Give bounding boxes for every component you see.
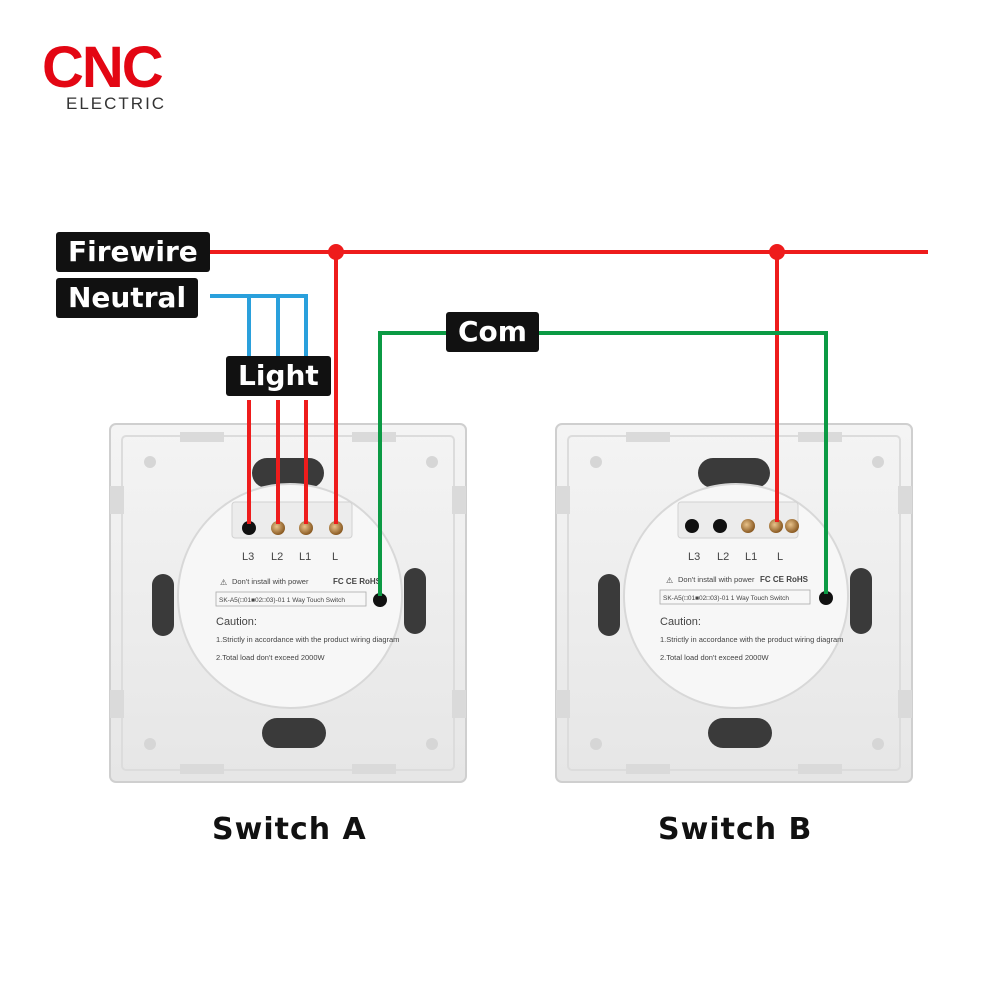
- switch-a-terminals: L3 L2 L1 L: [242, 521, 387, 607]
- switch-b-terminal-label: L2: [717, 551, 729, 563]
- com-label: Com: [446, 312, 539, 352]
- switch-b-caution-2: 2.Total load don't exceed 2000W: [660, 653, 770, 662]
- switch-b-terminal-label: L: [777, 551, 783, 563]
- switch-b-com-terminal: [819, 591, 833, 605]
- firewire-label: Firewire: [56, 232, 210, 272]
- neutral-wire: [210, 294, 308, 360]
- switch-b-label-text: ⚠ Don't install with power FC CE RoHS SK…: [659, 575, 843, 662]
- switch-a-caption: Switch A: [212, 812, 367, 847]
- switch-a-terminal-label: L2: [271, 551, 283, 563]
- com-wire: [378, 331, 828, 596]
- switch-a-warning: Don't install with power: [232, 577, 309, 586]
- warning-icon: ⚠: [666, 576, 673, 585]
- switch-a-terminal-label: L3: [242, 551, 254, 563]
- switch-b-terminals: L3 L2 L1 L: [685, 519, 833, 605]
- warning-icon: ⚠: [220, 578, 227, 587]
- switch-a-com-terminal: [373, 593, 387, 607]
- switch-b-caption: Switch B: [658, 812, 813, 847]
- cnc-logo: CNC ELECTRIC: [42, 35, 212, 114]
- firewire-junction: [328, 244, 344, 260]
- switch-b-caution-1: 1.Strictly in accordance with the produc…: [660, 635, 843, 644]
- neutral-label: Neutral: [56, 278, 199, 318]
- switch-a-terminal-label: L1: [299, 551, 311, 563]
- switch-b-caution-title: Caution:: [660, 616, 701, 628]
- switch-b-terminal-label: L1: [745, 551, 757, 563]
- switch-b-certs: FC CE RoHS: [760, 575, 809, 584]
- light-label: Light: [226, 356, 331, 396]
- switch-b-terminal-label: L3: [688, 551, 700, 563]
- switch-b-model: SK-A5(□01■02□03)-01 1 Way Touch Switch: [663, 595, 789, 602]
- switch-a-terminal-label: L: [332, 551, 338, 563]
- switch-a-caution-1: 1.Strictly in accordance with the produc…: [216, 635, 399, 644]
- switch-b-warning: Don't install with power: [678, 575, 755, 584]
- switch-a-caution-title: Caution:: [216, 616, 257, 628]
- switch-a-label-text: ⚠ Don't install with power FC CE RoHS SK…: [215, 577, 399, 662]
- logo-subtitle: ELECTRIC: [66, 94, 167, 113]
- switch-a-caution-2: 2.Total load don't exceed 2000W: [216, 653, 326, 662]
- firewire-junction: [769, 244, 785, 260]
- switch-a-model: SK-A5(□01■02□03)-01 1 Way Touch Switch: [219, 597, 345, 604]
- switch-b-plate: [555, 423, 913, 783]
- switch-a-certs: FC CE RoHS: [333, 577, 382, 586]
- logo-text: CNC: [42, 35, 164, 100]
- light-wire: [247, 400, 308, 524]
